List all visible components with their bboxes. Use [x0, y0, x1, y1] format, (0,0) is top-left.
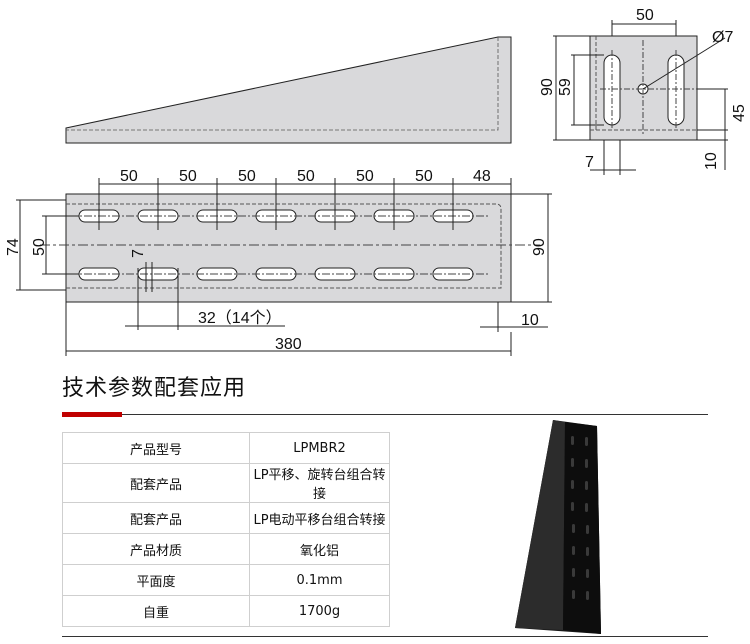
- pitch-label: 50: [238, 168, 256, 185]
- side-dim-hole: Ø7: [712, 29, 733, 46]
- spec-key: 配套产品: [62, 463, 250, 503]
- side-dim-offset: 45: [731, 104, 748, 122]
- spec-key: 配套产品: [62, 502, 250, 534]
- pitch-label: 50: [415, 168, 433, 185]
- side-dim-width: 50: [636, 7, 654, 24]
- table-row: 平面度 0.1mm: [62, 564, 390, 596]
- side-dim-slot: 59: [557, 78, 574, 96]
- pitch-label: 50: [179, 168, 197, 185]
- spec-value: LPMBR2: [249, 432, 390, 464]
- wedge-elevation: [65, 36, 512, 144]
- plan-dim-height-left: 74: [5, 238, 22, 256]
- plan-dim-slot-length: 32（14个）: [198, 309, 282, 327]
- spec-key: 平面度: [62, 564, 250, 596]
- bottom-divider: [62, 636, 708, 637]
- table-row: 自重 1700g: [62, 595, 390, 627]
- product-photo: [515, 420, 601, 634]
- side-dim-height: 90: [539, 78, 556, 96]
- table-row: 配套产品 LP电动平移台组合转接: [62, 502, 390, 534]
- technical-drawing: 50 Ø7 90 59 45 7 10: [5, 7, 748, 356]
- plan-dim-height-right: 90: [531, 238, 548, 256]
- title-divider: [62, 414, 708, 415]
- table-row: 产品型号 LPMBR2: [62, 432, 390, 464]
- spec-key: 产品材质: [62, 533, 250, 565]
- spec-value: 0.1mm: [249, 564, 390, 596]
- spec-table: 产品型号 LPMBR2 配套产品 LP平移、旋转台组合转接 配套产品 LP电动平…: [62, 432, 390, 627]
- spec-value: LP平移、旋转台组合转接: [249, 463, 390, 503]
- side-dim-slot-width: 7: [585, 154, 594, 171]
- spec-key: 产品型号: [62, 432, 250, 464]
- spec-value: 氧化铝: [249, 533, 390, 565]
- spec-value: LP电动平移台组合转接: [249, 502, 390, 534]
- side-dim-thickness: 10: [703, 152, 720, 170]
- table-row: 产品材质 氧化铝: [62, 533, 390, 565]
- title-accent-bar: [62, 412, 122, 417]
- pitch-label: 48: [473, 168, 491, 185]
- plan-dim-rows: 50: [31, 238, 48, 256]
- table-row: 配套产品 LP平移、旋转台组合转接: [62, 463, 390, 503]
- pitch-label: 50: [356, 168, 374, 185]
- pitch-label: 50: [297, 168, 315, 185]
- end-view: [553, 20, 728, 175]
- spec-key: 自重: [62, 595, 250, 627]
- spec-value: 1700g: [249, 595, 390, 627]
- section-title: 技术参数配套应用: [62, 376, 247, 401]
- plan-view: [16, 178, 552, 356]
- plan-dim-length: 380: [275, 336, 302, 353]
- plan-dim-slot-width: 7: [130, 249, 147, 258]
- plan-dim-lip: 10: [521, 312, 539, 329]
- pitch-label: 50: [120, 168, 138, 185]
